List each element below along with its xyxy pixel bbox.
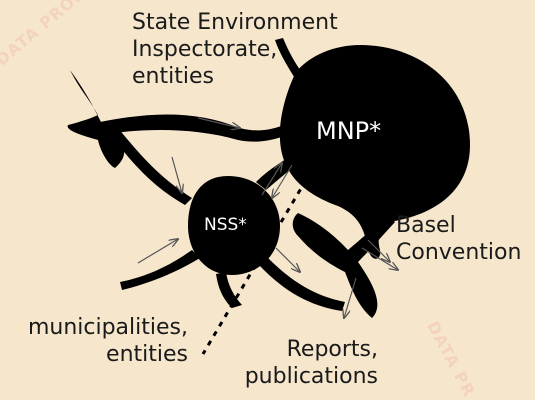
- label-reports-line-1: Reports,: [286, 337, 378, 362]
- dotted-divider: [201, 179, 308, 355]
- arrow-mnp-nss: [272, 164, 293, 198]
- right-cross-shape: [292, 213, 395, 318]
- arrow-basel-reports: [344, 277, 357, 318]
- label-basel-line-1: Basel: [396, 213, 456, 238]
- network-shapes: [67, 38, 470, 355]
- arrow-basel-right: [361, 247, 398, 270]
- label-basel: Basel Convention: [396, 212, 521, 266]
- label-inspectorate-line-2: Inspectorate,: [132, 37, 278, 62]
- arrow-municipalities-nss: [137, 239, 178, 264]
- label-inspectorate-line-1: State Environment: [132, 10, 338, 35]
- link-nss-bottom: [216, 272, 242, 308]
- label-reports-line-2: publications: [244, 364, 378, 389]
- label-municipalities: municipalities, entities: [8, 314, 188, 368]
- arrow-inspectorate-mnp: [197, 117, 240, 128]
- link-nss-municipalities: [120, 250, 200, 290]
- diagram-canvas: DATA PRODUCT DATA PR: [0, 0, 521, 400]
- link-mnp-up: [275, 38, 305, 80]
- label-inspectorate: State Environment Inspectorate, entities: [132, 9, 338, 90]
- label-reports: Reports, publications: [228, 336, 378, 390]
- label-municipalities-line-1: municipalities,: [27, 315, 188, 340]
- link-left-nss: [108, 128, 192, 205]
- left-cross-shape: [67, 70, 125, 168]
- mnp-node-shape: [279, 45, 470, 259]
- link-left-mnp: [100, 114, 302, 142]
- arrow-nss-mnp: [261, 163, 282, 196]
- nss-node-label: NSS*: [204, 215, 247, 235]
- arrow-left-nss: [171, 156, 182, 193]
- arrow-nss-reports: [275, 247, 300, 272]
- label-basel-line-2: Convention: [396, 240, 522, 265]
- arrow-mnp-basel: [367, 239, 390, 262]
- label-inspectorate-line-3: entities: [132, 64, 214, 89]
- nss-node-shape: [188, 176, 280, 275]
- link-nss-reports: [260, 258, 345, 311]
- label-municipalities-line-2: entities: [106, 342, 188, 367]
- mnp-node-label: MNP*: [316, 117, 382, 145]
